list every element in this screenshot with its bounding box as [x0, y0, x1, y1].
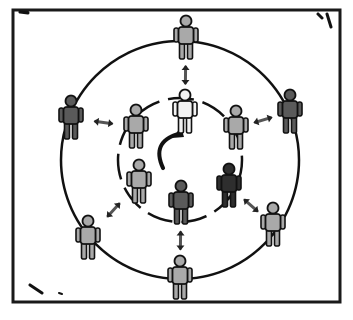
person-head: [181, 16, 192, 27]
person-torso: [178, 101, 193, 118]
person-head: [231, 106, 242, 117]
person-torso: [132, 171, 147, 188]
person-torso: [174, 192, 189, 209]
person-head: [175, 256, 186, 267]
person-head: [224, 164, 235, 175]
person-torso: [81, 227, 96, 244]
person-torso: [64, 107, 79, 124]
person-head: [134, 160, 145, 171]
person-torso: [229, 117, 244, 134]
person-head: [285, 90, 296, 101]
person-head: [176, 181, 187, 192]
person-head: [66, 96, 77, 107]
person-torso: [222, 175, 237, 192]
person-head: [180, 90, 191, 101]
person-head: [83, 216, 94, 227]
person-torso: [283, 101, 298, 118]
person-torso: [129, 116, 144, 133]
person-head: [268, 203, 279, 214]
person-torso: [173, 267, 188, 284]
person-torso: [179, 27, 194, 44]
person-torso: [266, 214, 281, 231]
person-head: [131, 105, 142, 116]
